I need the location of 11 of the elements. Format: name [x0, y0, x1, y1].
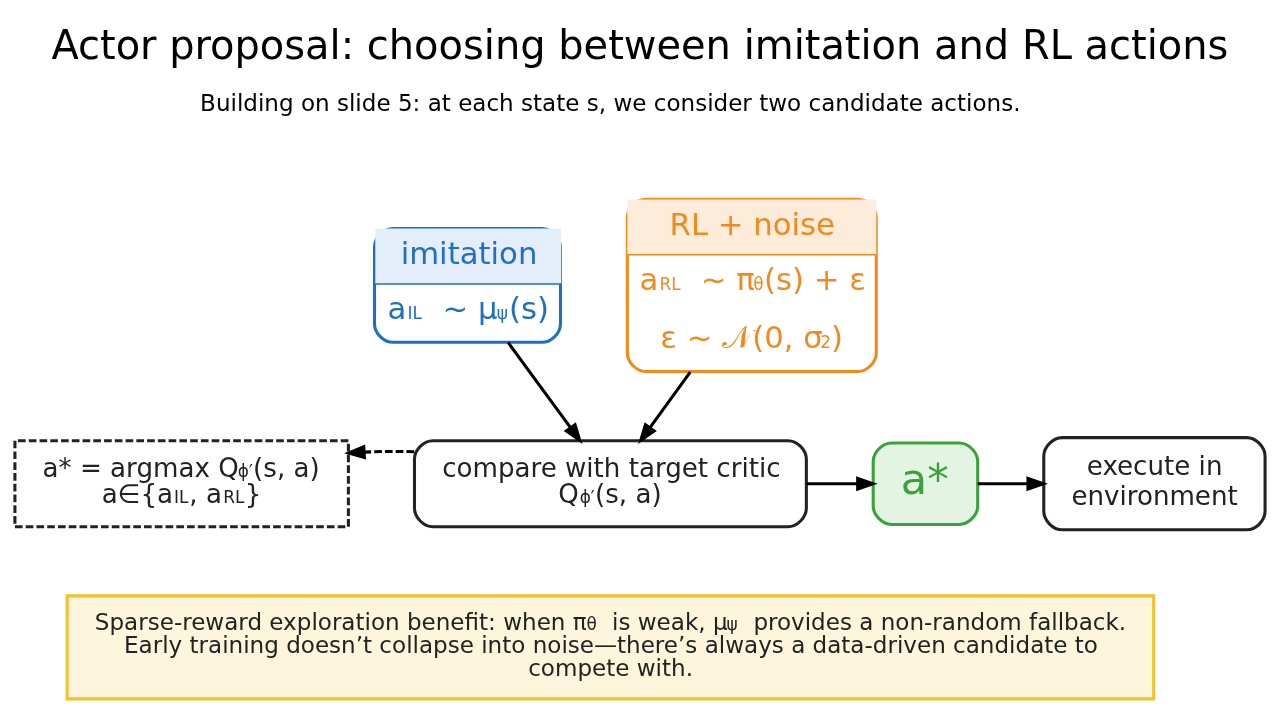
arrow — [344, 444, 415, 460]
label: Building on slide 5: at each state s, we consider two candidate actions. — [200, 90, 1021, 117]
arrow — [806, 476, 878, 492]
node-box: execute in environment — [1042, 436, 1267, 532]
arrow — [638, 371, 692, 444]
diagram-title: Actor proposal: choosing between imitation and RL actions — [51, 22, 1229, 69]
node-box: compare with target critic Qϕ′(s, a) — [412, 439, 808, 529]
arrow — [977, 476, 1048, 492]
node-box: a* — [871, 441, 980, 526]
node-box: Sparse-reward exploration benefit: when πθ is weak, μψ provides a non-random fallback. Early training doesn’t collapse into noise—there’s always a data-driven candidate to compete with. — [65, 594, 1156, 701]
arrow — [506, 341, 583, 445]
